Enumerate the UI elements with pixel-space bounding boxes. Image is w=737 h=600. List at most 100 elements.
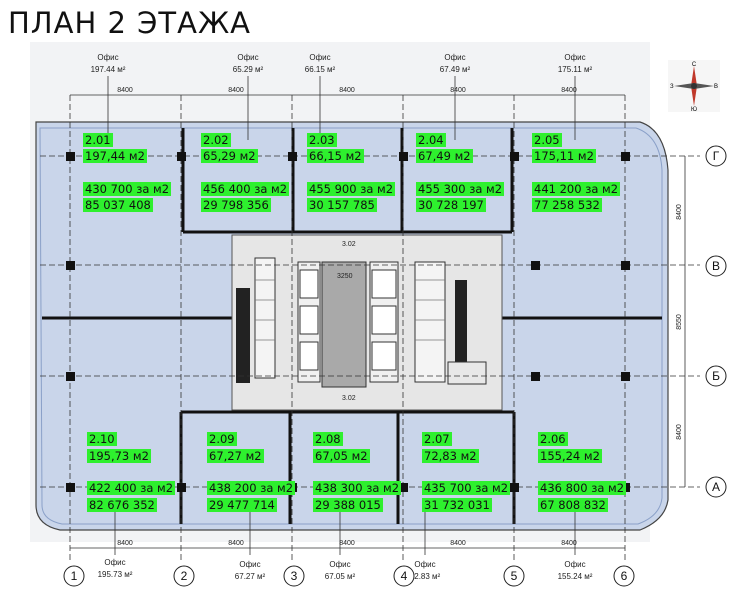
axis-labels-y: Г В Б А (712, 149, 720, 494)
unit-area: 155,24 м2 (538, 449, 602, 463)
span-dimensions: 8400 8400 8400 8400 8400 8400 8400 8400 … (117, 87, 577, 547)
office-area: 67.27 м² (235, 572, 266, 581)
compass-icon: С Ю В З (668, 60, 720, 112)
office-area: 66.15 м² (305, 65, 336, 74)
office-label: Офис (564, 53, 585, 62)
unit-id: 2.08 (313, 432, 343, 446)
office-area: 155.24 м² (558, 572, 593, 581)
axis-label: 3 (291, 569, 298, 583)
axis-label: А (712, 480, 720, 494)
span-label: 8400 (450, 540, 466, 547)
bottom-office-captions: Офис 195.73 м² Офис 67.27 м² Офис 67.05 … (98, 558, 593, 581)
office-label: Офис (564, 560, 585, 569)
core-dimensions: 3250 3.02 3.02 (337, 241, 356, 402)
office-label: Офис (414, 560, 435, 569)
unit-area: 195,73 м2 (87, 449, 151, 463)
axis-label: 2 (181, 569, 188, 583)
span-label: 8400 (228, 87, 244, 94)
inner-dimension: 3250 (337, 273, 353, 280)
office-area: 197.44 м² (91, 65, 126, 74)
span-label: 8400 (339, 540, 355, 547)
corridor-mark: 3.02 (342, 395, 356, 402)
leader-lines (107, 76, 576, 555)
unit-total: 30 157 785 (307, 198, 377, 212)
office-area: 67.05 м² (325, 572, 356, 581)
unit-price: 441 200 за м2 (532, 182, 621, 196)
axis-label: 1 (71, 569, 78, 583)
unit-id: 2.04 (416, 133, 446, 147)
unit-area: 67,05 м2 (313, 449, 370, 463)
axis-label: Б (712, 369, 720, 383)
span-label: 8400 (339, 87, 355, 94)
office-label: Офис (104, 558, 125, 567)
span-label: 8400 (117, 87, 133, 94)
span-label: 8400 (117, 540, 133, 547)
unit-total: 85 037 408 (83, 198, 153, 212)
unit-total: 29 388 015 (313, 498, 383, 512)
unit-area: 175,11 м2 (532, 149, 596, 163)
office-area: 72.83 м² (410, 572, 441, 581)
unit-total: 29 477 714 (207, 498, 277, 512)
office-label: Офис (444, 53, 465, 62)
unit-id: 2.10 (87, 432, 117, 446)
span-label: 8400 (450, 87, 466, 94)
unit-price: 422 400 за м2 (87, 481, 176, 495)
top-partitions (181, 128, 514, 234)
unit-area: 66,15 м2 (307, 149, 364, 163)
office-area: 195.73 м² (98, 570, 133, 579)
axis-label: Г (713, 149, 720, 163)
unit-id: 2.03 (307, 133, 337, 147)
axis-label: 5 (511, 569, 518, 583)
unit-total: 30 728 197 (416, 198, 486, 212)
compass-north: С (692, 62, 697, 68)
unit-area: 72,83 м2 (422, 449, 479, 463)
corridor-mark: 3.02 (342, 241, 356, 248)
compass-south: Ю (691, 107, 697, 112)
unit-price: 430 700 за м2 (83, 182, 172, 196)
unit-price: 436 800 за м2 (538, 481, 627, 495)
unit-id: 2.07 (422, 432, 452, 446)
axis-label: В (712, 259, 720, 273)
unit-id: 2.05 (532, 133, 562, 147)
unit-area: 197,44 м2 (83, 149, 147, 163)
unit-price: 438 300 за м2 (313, 481, 402, 495)
office-label: Офис (97, 53, 118, 62)
unit-total: 67 808 832 (538, 498, 608, 512)
facade-line (39, 127, 663, 525)
office-label: Офис (329, 560, 350, 569)
span-label: 8400 (561, 87, 577, 94)
span-label: 8400 (561, 540, 577, 547)
unit-total: 77 258 532 (532, 198, 602, 212)
unit-price: 456 400 за м2 (201, 182, 290, 196)
unit-price: 455 900 за м2 (307, 182, 396, 196)
office-label: Офис (237, 53, 258, 62)
unit-area: 67,27 м2 (207, 449, 264, 463)
unit-id: 2.06 (538, 432, 568, 446)
unit-price: 435 700 за м2 (422, 481, 511, 495)
right-span-label: 8400 (676, 204, 683, 220)
compass-west: З (670, 84, 674, 90)
unit-total: 29 798 356 (201, 198, 271, 212)
right-dimensions: 8400 8550 8400 (676, 204, 683, 440)
axis-label: 4 (401, 569, 408, 583)
unit-id: 2.01 (83, 133, 113, 147)
office-area: 67.49 м² (440, 65, 471, 74)
office-area: 65.29 м² (233, 65, 264, 74)
unit-id: 2.09 (207, 432, 237, 446)
unit-price: 438 200 за м2 (207, 481, 296, 495)
compass-east: В (714, 84, 718, 90)
right-span-label: 8400 (676, 424, 683, 440)
span-label: 8400 (228, 540, 244, 547)
axis-label: 6 (621, 569, 628, 583)
unit-id: 2.02 (201, 133, 231, 147)
unit-area: 67,49 м2 (416, 149, 473, 163)
office-area: 175.11 м² (558, 65, 593, 74)
dimension-lines (70, 94, 686, 549)
axis-labels-x: 1 2 3 4 5 6 (71, 569, 628, 583)
right-span-label: 8550 (676, 314, 683, 330)
unit-total: 31 732 031 (422, 498, 492, 512)
top-office-captions: Офис 197.44 м² Офис 65.29 м² Офис 66.15 … (91, 53, 593, 74)
unit-price: 455 300 за м2 (416, 182, 505, 196)
unit-area: 65,29 м2 (201, 149, 258, 163)
